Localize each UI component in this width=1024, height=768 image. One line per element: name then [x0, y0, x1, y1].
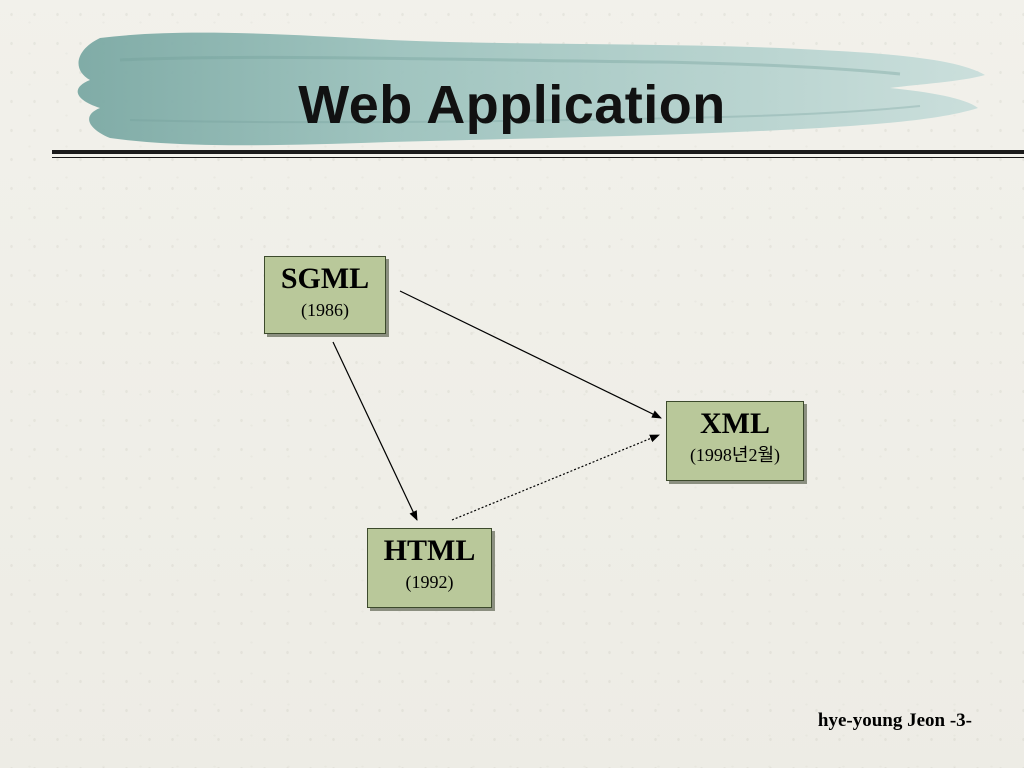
slide-footer: hye-young Jeon -3- [817, 710, 972, 731]
node-sgml: SGML (1986) [264, 256, 386, 334]
title-underline-thick [52, 150, 1024, 154]
node-xml-year: (1998년2월) [689, 445, 781, 465]
title-brush-decoration [77, 32, 985, 146]
slide-title: Web Application [0, 78, 1024, 132]
title-underline-thin [52, 157, 1024, 158]
edge-sgml-to-html [332, 341, 418, 521]
node-html-year: (1992) [405, 572, 454, 592]
node-sgml-year: (1986) [301, 300, 349, 320]
edge-html-to-xml [451, 434, 660, 521]
node-xml: XML (1998년2월) [666, 401, 804, 481]
node-xml-name: XML [700, 407, 770, 440]
slide-title-text: Web Application [298, 75, 726, 135]
node-html: HTML (1992) [367, 528, 492, 608]
node-html-name: HTML [383, 534, 476, 567]
edge-sgml-to-xml [399, 290, 662, 419]
node-sgml-name: SGML [280, 262, 370, 295]
